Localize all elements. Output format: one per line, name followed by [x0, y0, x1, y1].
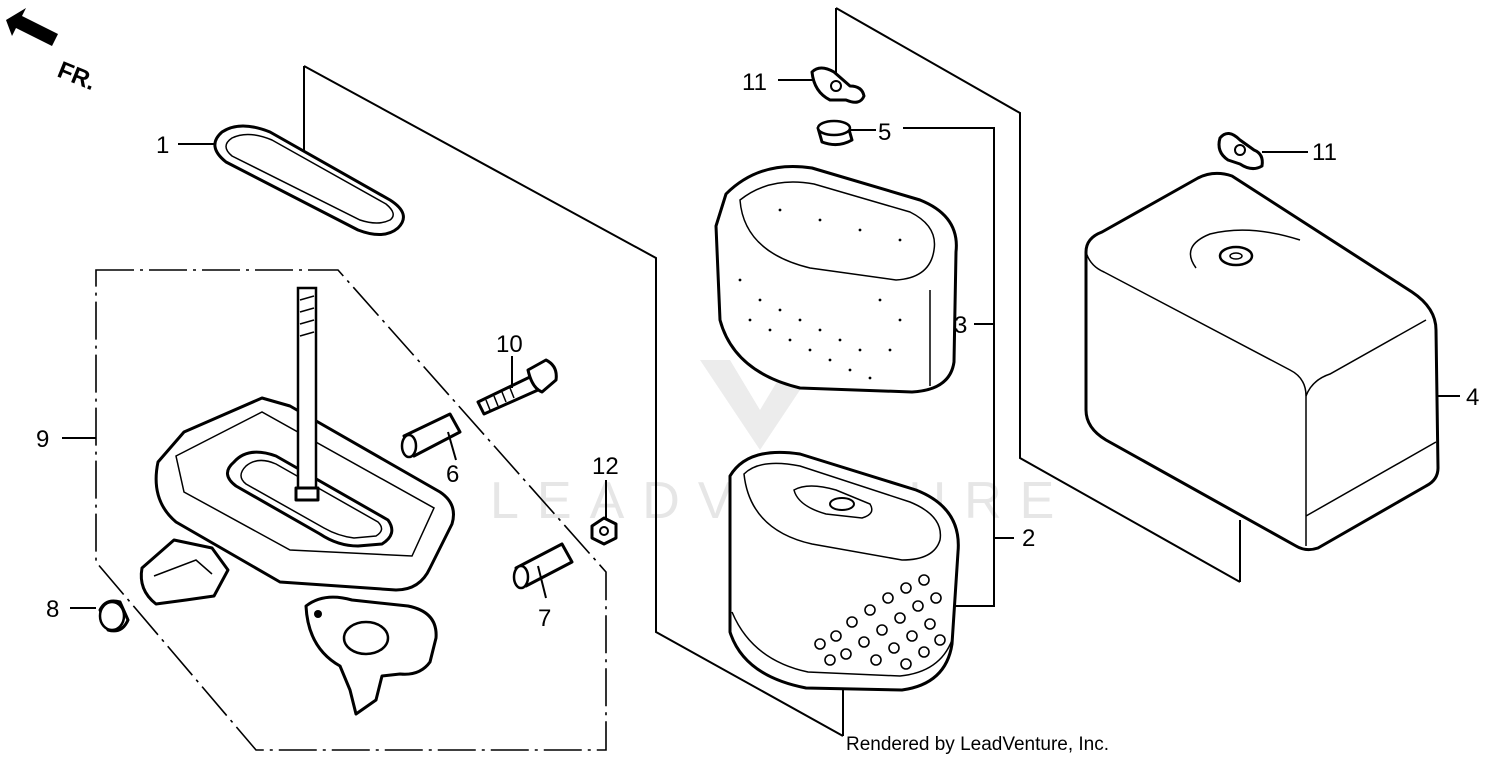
- front-direction-label: FR.: [54, 57, 100, 97]
- render-credit: Rendered by LeadVenture, Inc.: [846, 734, 1110, 755]
- part-11-wing-nut-a: [810, 66, 866, 104]
- part-3-foam-element: [714, 164, 958, 394]
- callout-12: 12: [592, 453, 619, 480]
- front-direction-arrow-icon: FR.: [6, 8, 100, 96]
- callout-7: 7: [538, 605, 551, 632]
- callout-11-b: 11: [1312, 139, 1337, 166]
- callout-labels: 1 2 3 4 5 6 7 8 9 10 11 11 12: [36, 69, 1479, 632]
- callout-8: 8: [46, 596, 59, 623]
- callout-6: 6: [446, 461, 459, 488]
- part-12-nut: [590, 516, 618, 546]
- part-7-collar: [512, 542, 574, 590]
- callout-9: 9: [36, 426, 49, 453]
- callout-5: 5: [878, 119, 891, 146]
- callout-11-a: 11: [742, 69, 767, 96]
- part-2-paper-element: [728, 450, 960, 692]
- part-11-wing-nut-b: [1217, 132, 1264, 171]
- callout-2: 2: [1022, 525, 1035, 552]
- callout-4: 4: [1466, 384, 1479, 411]
- assembly-bracket-lines: [303, 7, 1241, 737]
- part-8-grommet: [98, 599, 130, 633]
- part-9-air-cleaner-base: [139, 286, 455, 716]
- assembly-group-9-outline: [95, 269, 607, 751]
- callout-leaders: [62, 79, 1460, 609]
- callout-3: 3: [954, 312, 967, 339]
- callout-10: 10: [496, 331, 523, 358]
- part-5-grommet: [816, 119, 854, 147]
- callout-1: 1: [156, 132, 169, 159]
- part-1-gasket: [213, 124, 405, 236]
- part-10-bolt: [476, 358, 558, 416]
- part-6-collar: [400, 412, 462, 459]
- part-4-cover: [1084, 171, 1440, 552]
